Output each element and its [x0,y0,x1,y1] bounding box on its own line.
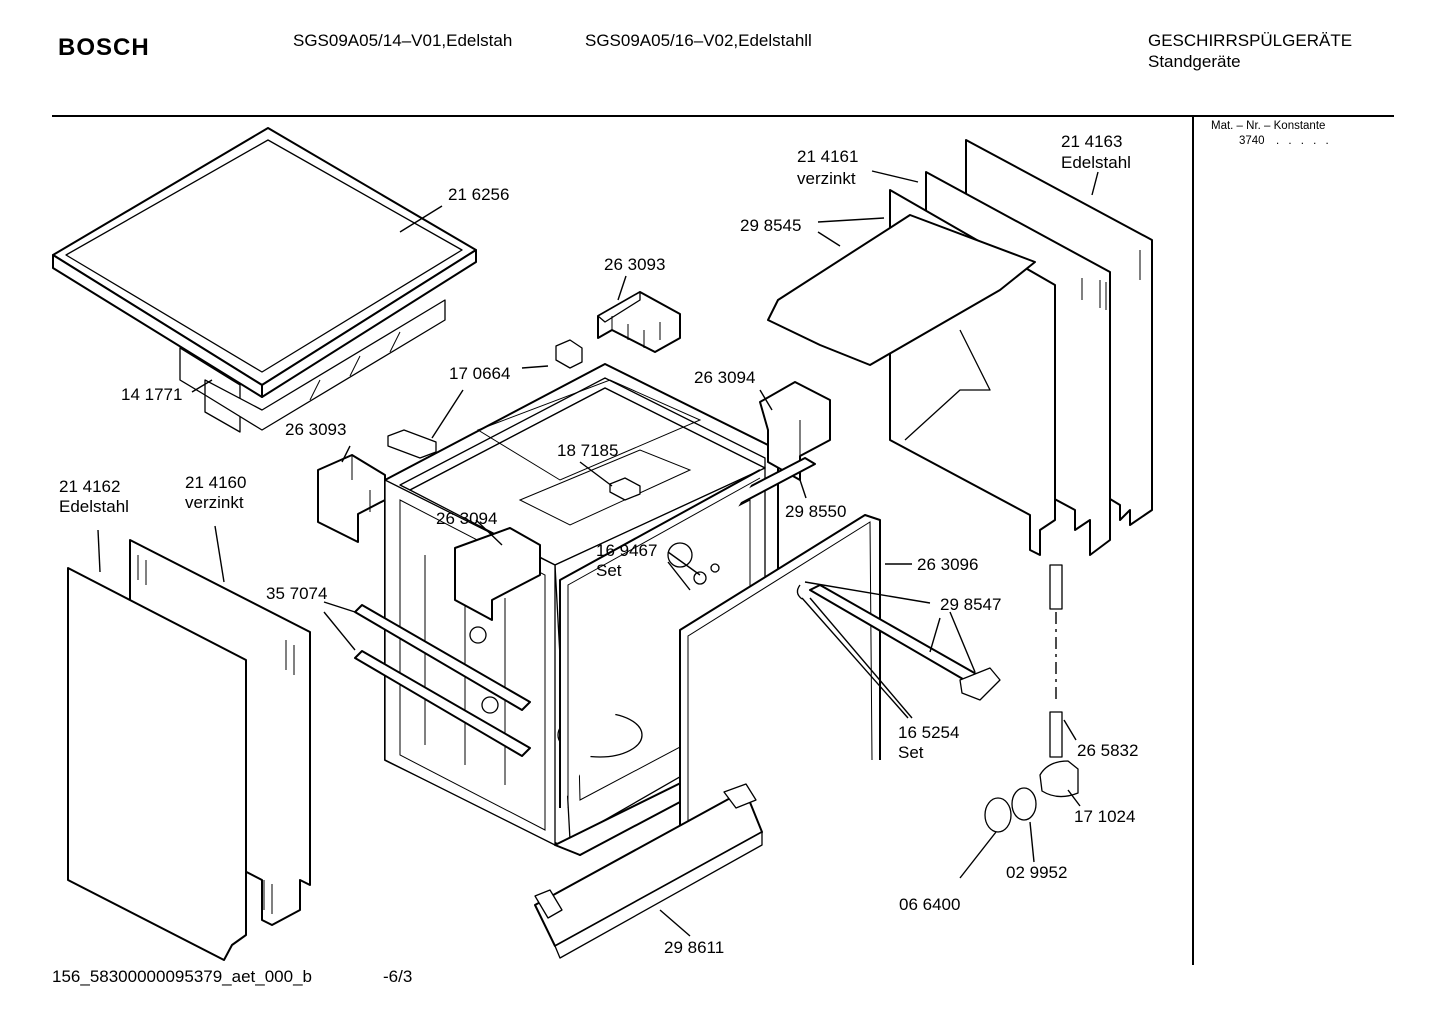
drain-hose-part [984,564,1079,833]
spray-tube-part [796,584,1001,701]
part-label-note: Set [596,561,622,580]
part-label-note: Set [898,743,924,762]
header-divider [52,115,1394,117]
part-label: 18 7185 [557,441,618,460]
side-panel-part [67,539,311,961]
part-label: 26 3093 [285,420,346,439]
part-label: 16 5254 [898,723,959,742]
rail-part [354,650,531,757]
category-subtitle: Standgeräte [1148,52,1241,71]
part-label: 35 7074 [266,584,327,603]
back-panel-part [889,139,1153,556]
part-label: 21 4161 [797,147,858,166]
material-number-value: 3740 [1239,135,1265,147]
document-id: 156_58300000095379_aet_000_b [52,967,312,986]
model-number-1: SGS09A05/14–V01,Edelstah [293,31,513,50]
fastener-part [469,626,487,644]
part-label: 29 8545 [740,216,801,235]
clip-part [609,477,641,501]
material-number-dots: . . . . . [1276,135,1332,147]
part-label-note: Edelstahl [59,497,129,516]
part-label: 21 4160 [185,473,246,492]
holder-bracket-part [597,291,681,353]
part-label: 14 1771 [121,385,182,404]
part-label: 21 6256 [448,185,509,204]
part-label: 17 1024 [1074,807,1135,826]
model-number-2: SGS09A05/16–V02,Edelstahll [585,31,812,50]
part-label: 06 6400 [899,895,960,914]
part-label: 26 3094 [436,509,497,528]
worktop-part [52,127,477,433]
material-number-label: Mat. – Nr. – Konstante [1211,120,1326,132]
part-label: 21 4163 [1061,132,1122,151]
plinth-part [534,783,763,959]
part-label: 29 8611 [664,938,724,957]
holder-bracket-part [454,527,541,621]
part-label: 21 4162 [59,477,120,496]
holder-bracket-part [317,454,386,543]
door-seal-part [559,469,881,870]
fastener-part [481,696,499,714]
part-label: 26 3094 [694,368,755,387]
top-cover-part [767,214,1036,366]
sidebar-divider [1192,115,1194,965]
part-label-note: verzinkt [185,493,244,512]
page-number: -6/3 [383,967,413,986]
part-label: 29 8550 [785,502,846,521]
part-label: 16 9467 [596,541,657,560]
part-label-note: verzinkt [797,169,856,188]
brand-logo: BOSCH [58,34,150,61]
clip-part [555,339,583,369]
leader-lines [97,170,1099,937]
part-label: 26 5832 [1077,741,1138,760]
part-label: 26 3093 [604,255,665,274]
clip-part [387,429,437,459]
part-label: 26 3096 [917,555,978,574]
part-label: 02 9952 [1006,863,1067,882]
rail-part [354,604,531,711]
part-label: 17 0664 [449,364,510,383]
strut-part [904,329,991,441]
spray-set-part [667,542,720,585]
holder-bracket-part [759,381,831,481]
part-label-note: Edelstahl [1061,153,1131,172]
category-title: GESCHIRRSPÜLGERÄTE [1148,31,1353,50]
part-label: 29 8547 [940,595,1001,614]
